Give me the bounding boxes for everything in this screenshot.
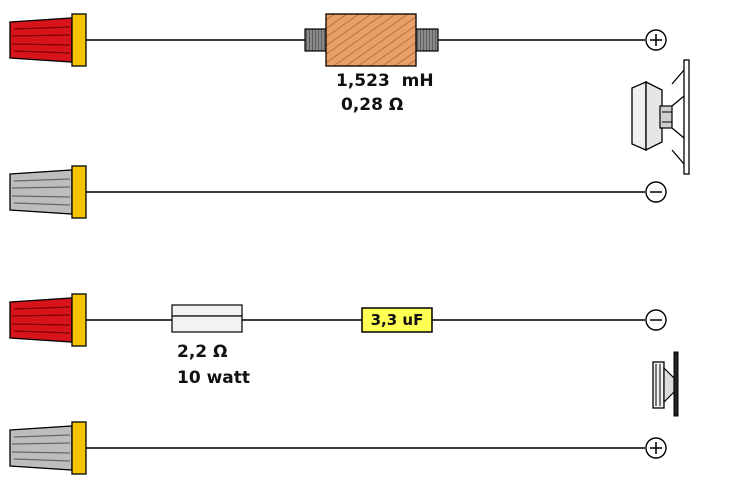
resistor-power-label: 10 watt [177,368,251,388]
gray-terminal-icon [9,165,87,219]
minus-terminal-icon [645,181,667,203]
plus-terminal-icon [645,29,667,51]
tweeter-speaker-icon [652,351,679,417]
inductor-resistance-label: 0,28 Ω [341,95,404,115]
inductor-inductance-label: 1,523 mH [336,71,434,91]
minus-terminal-icon [645,309,667,331]
woofer-speaker-icon [631,59,690,175]
plus-terminal-icon [645,437,667,459]
inductor-coil-icon [304,13,439,67]
capacitor-capacitance-label: 3,3 uF [370,311,424,329]
resistor-resistance-label: 2,2 Ω [177,342,228,362]
capacitor-icon [361,307,433,333]
resistor-icon [171,304,243,333]
gray-terminal-icon [9,421,87,475]
red-terminal-icon [9,293,87,347]
red-terminal-icon [9,13,87,67]
